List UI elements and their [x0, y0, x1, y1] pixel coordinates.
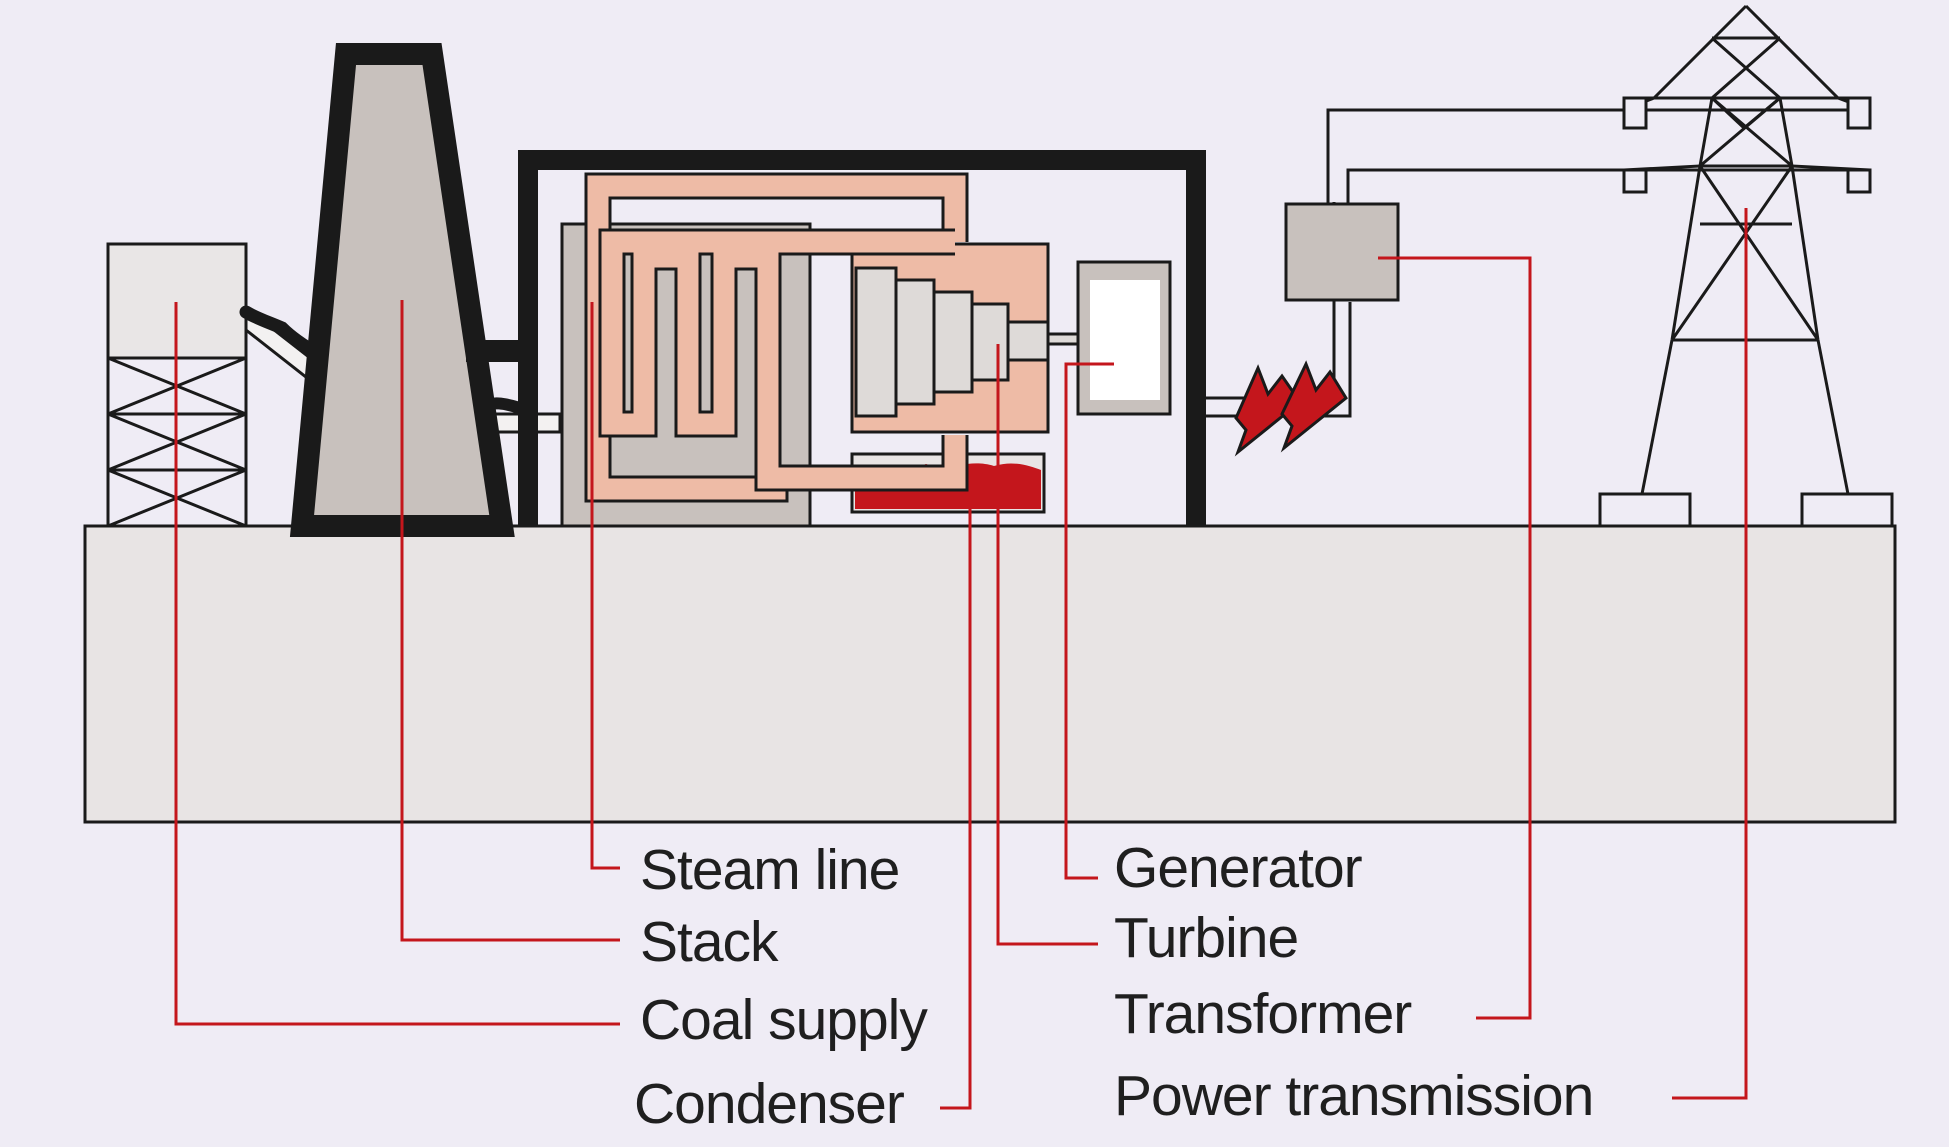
leader-condenser [940, 470, 972, 1110]
label-power-transmission: Power transmission [1114, 1064, 1594, 1128]
label-steam-line: Steam line [640, 838, 900, 902]
label-stack: Stack [640, 910, 779, 974]
leader-transformer [1378, 256, 1532, 1020]
leader-power-transmission [1672, 208, 1748, 1100]
turbine-shaft [1046, 332, 1080, 346]
label-coal-supply: Coal supply [640, 988, 928, 1052]
leader-steam-line [590, 302, 620, 870]
electricity-bolts [1234, 360, 1348, 457]
leader-lines [174, 208, 1748, 1110]
ground [83, 524, 1897, 824]
generator [1076, 260, 1172, 416]
label-generator: Generator [1114, 836, 1363, 900]
stack [289, 43, 515, 537]
leader-generator [1064, 362, 1114, 880]
boiler-building-frame [518, 150, 1206, 526]
leader-stack [400, 300, 620, 942]
leader-turbine [996, 344, 1098, 946]
turbine [854, 266, 1050, 418]
leader-coal-supply [174, 302, 620, 1026]
label-condenser: Condenser [634, 1072, 905, 1136]
transformer [1284, 108, 1870, 302]
flue-pipe [466, 340, 528, 362]
label-transformer: Transformer [1114, 982, 1412, 1046]
steam-line [584, 172, 969, 503]
label-turbine: Turbine [1114, 906, 1299, 970]
